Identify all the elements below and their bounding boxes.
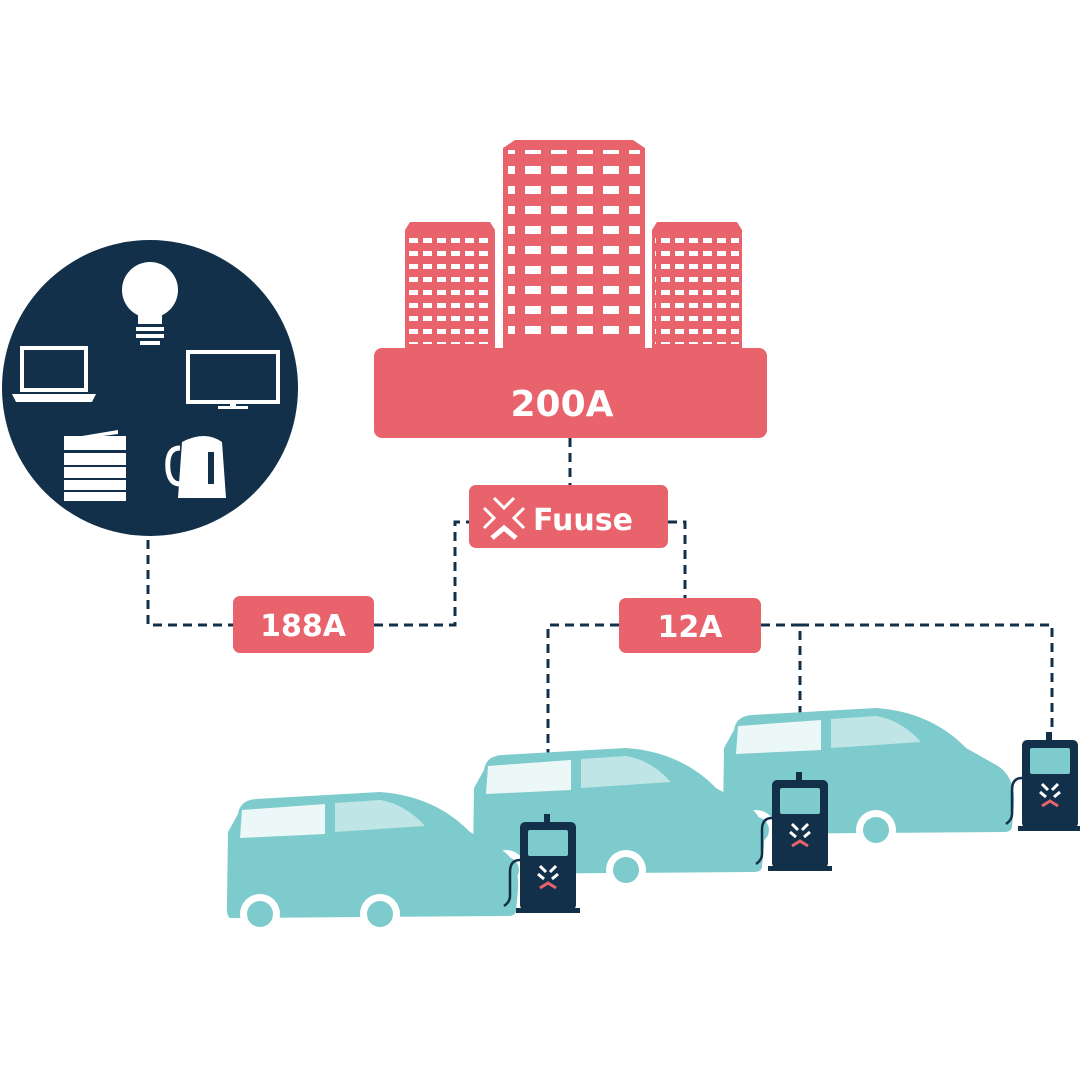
fuuse-logo-icon bbox=[482, 496, 526, 540]
lightbulb-icon bbox=[122, 262, 178, 345]
ev-load-label: 12A bbox=[658, 610, 724, 645]
ev-load-badge: 12A bbox=[619, 598, 761, 653]
office-load-badge: 188A bbox=[233, 596, 374, 653]
monitor-icon bbox=[186, 350, 280, 409]
laptop-icon bbox=[12, 346, 96, 402]
van-2 bbox=[472, 748, 765, 890]
office-appliances bbox=[2, 240, 298, 536]
fuuse-controller: Fuuse bbox=[469, 485, 668, 548]
brand-label: Fuuse bbox=[533, 503, 633, 538]
supply-label: 200A bbox=[510, 384, 613, 425]
charger-3 bbox=[1004, 730, 1080, 833]
supply-panel bbox=[374, 348, 767, 438]
printer-icon bbox=[64, 430, 126, 501]
ev-fleet bbox=[226, 708, 1080, 934]
office-buildings-icon bbox=[374, 140, 767, 438]
kettle-icon bbox=[165, 436, 226, 498]
van-3 bbox=[722, 708, 1015, 850]
office-load-label: 188A bbox=[260, 609, 347, 644]
